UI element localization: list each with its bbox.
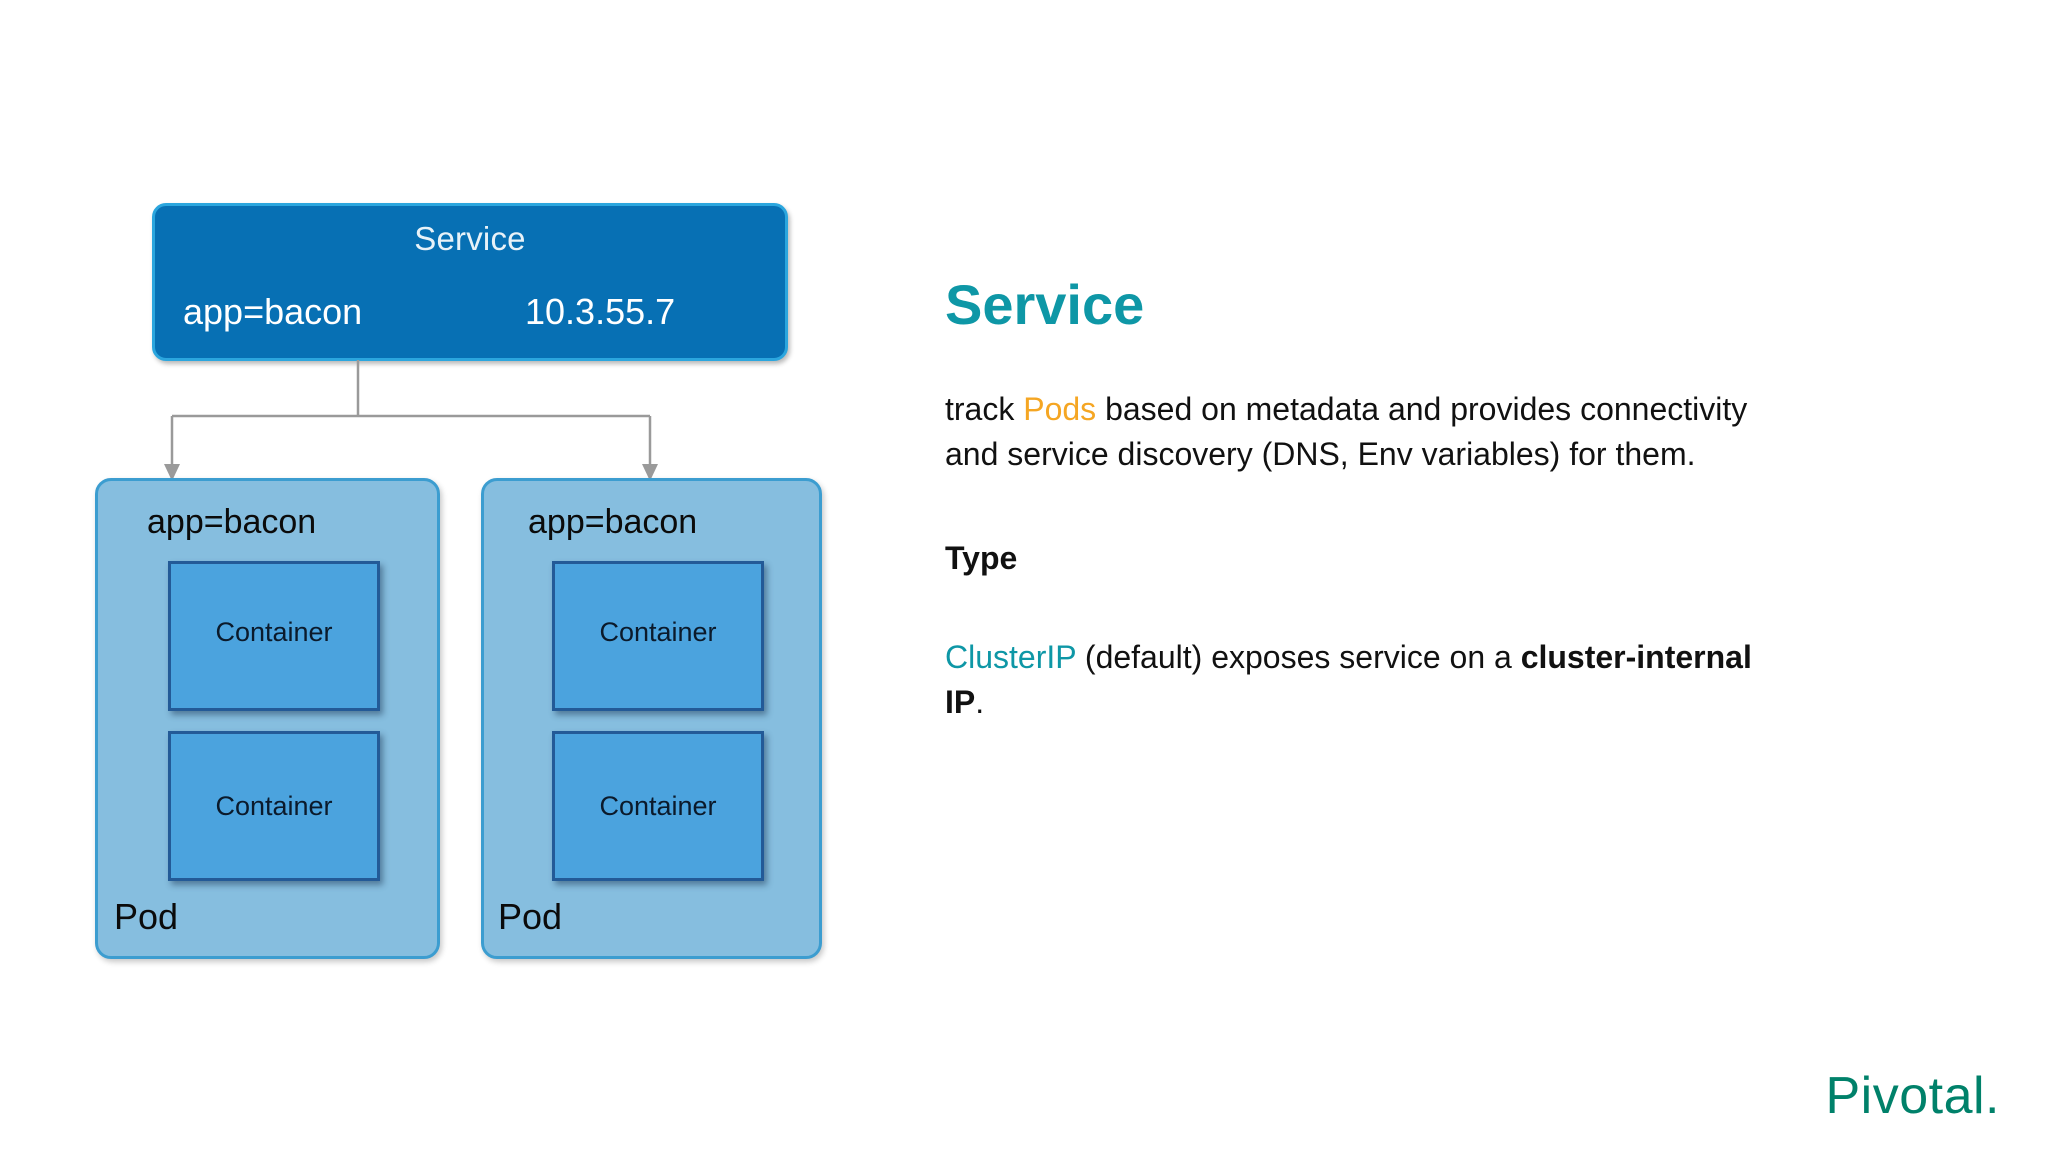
clusterip-text-end: . <box>975 684 985 721</box>
type-subheading: Type <box>945 539 1018 576</box>
container-label: Container <box>599 790 717 821</box>
pod-node-2: app=bacon Container Container Pod <box>481 478 822 959</box>
pod-title-label: Pod <box>114 896 179 937</box>
container-label: Container <box>215 790 333 821</box>
cluster-internal-ip-term: cluster-internal IP <box>945 638 1752 721</box>
paragraph-text-before: track <box>945 390 1024 427</box>
clusterip-text-middle: (default) exposes service on a <box>1076 638 1521 675</box>
container-box: Container <box>552 731 764 881</box>
arrowhead-left-icon <box>164 464 180 481</box>
paragraph-text-after: based on metadata and provides connectiv… <box>945 390 1748 473</box>
service-to-pods-connector <box>164 360 658 481</box>
pods-highlight: Pods <box>1023 390 1097 427</box>
pivotal-logo-text: Pivotal <box>1825 1067 1986 1125</box>
container-box: Container <box>168 561 380 711</box>
arrowhead-right-icon <box>642 464 658 481</box>
page-title: Service <box>945 273 1145 336</box>
pivotal-logo-dot: . <box>1985 1067 2000 1125</box>
service-node-details: app=bacon 10.3.55.7 <box>155 286 785 338</box>
container-label: Container <box>215 616 333 647</box>
container-label: Container <box>599 616 717 647</box>
service-selector-label: app=bacon <box>183 291 363 332</box>
description-paragraph: track Pods based on metadata and provide… <box>945 387 1775 478</box>
pod-title-label: Pod <box>498 896 563 937</box>
service-node: Service app=bacon 10.3.55.7 <box>152 203 788 361</box>
pod-node-1: app=bacon Container Container Pod <box>95 478 440 959</box>
clusterip-paragraph: ClusterIP (default) exposes service on a… <box>945 635 1775 726</box>
pivotal-logo: Pivotal. <box>1825 1066 2000 1126</box>
container-box: Container <box>168 731 380 881</box>
content-column: Service track Pods based on metadata and… <box>945 273 1805 726</box>
clusterip-term: ClusterIP <box>945 638 1077 675</box>
container-box: Container <box>552 561 764 711</box>
pod-selector-label: app=bacon <box>528 503 698 541</box>
service-node-title: Service <box>414 220 526 257</box>
pod-selector-label: app=bacon <box>147 503 317 541</box>
service-ip-label: 10.3.55.7 <box>525 291 676 332</box>
